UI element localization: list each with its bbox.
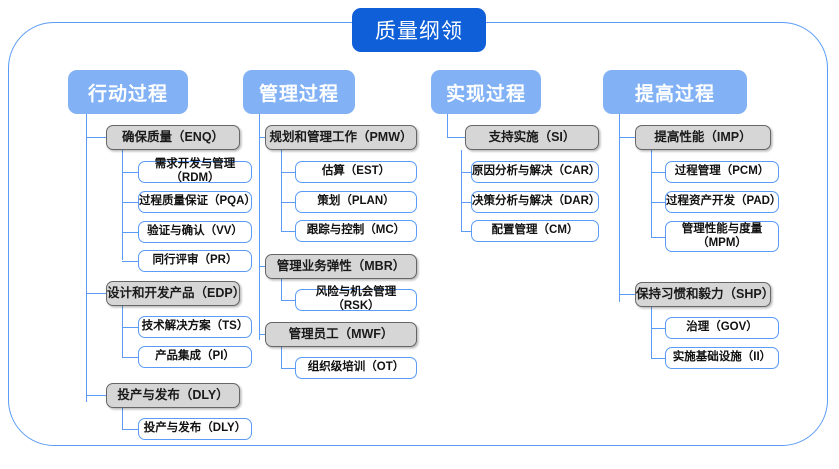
connector-stub [651,172,665,174]
connector-stub [281,231,295,233]
connector-stub [86,293,106,295]
connector-stub [281,172,295,174]
connector-stub [651,202,665,204]
connector-stub [86,395,106,397]
leaf-box[interactable]: 产品集成（PI） [138,346,252,368]
leaf-box[interactable]: 配置管理（CM） [471,220,599,242]
connector-stub [281,368,295,370]
connector-stub [122,357,138,359]
connector-stub [259,137,265,139]
connector-branch [281,347,283,369]
group-box[interactable]: 管理员工（MWF） [265,322,417,347]
connector-trunk-1 [86,114,88,402]
leaf-box[interactable]: 策划（PLAN） [295,191,417,213]
connector-stub [122,202,138,204]
connector-stub [651,358,665,360]
group-box[interactable]: 规划和管理工作（PMW） [265,125,417,150]
leaf-box[interactable]: 过程管理（PCM） [665,161,779,183]
leaf-box[interactable]: 跟踪与控制（MC） [295,220,417,242]
connector-branch [651,307,653,359]
column-header-4[interactable]: 提高过程 [603,70,747,114]
leaf-box[interactable]: 原因分析与解决（CAR） [471,161,600,183]
connector-branch [122,306,124,358]
leaf-box[interactable]: 投产与发布（DLY） [138,418,252,440]
connector-stub [461,231,471,233]
connector-branch [281,150,283,232]
group-box[interactable]: 设计和开发产品（EDP） [106,281,245,306]
leaf-box[interactable]: 过程质量保证（PQA） [138,191,256,213]
connector-branch [122,150,124,260]
column-header-1[interactable]: 行动过程 [68,70,188,114]
connector-stub [122,232,138,234]
leaf-box[interactable]: 技术解决方案（TS） [138,316,252,338]
leaf-box[interactable]: 风险与机会管理（RSK） [295,286,417,312]
leaf-box[interactable]: 过程资产开发（PAD） [665,191,781,213]
connector-stub [651,237,665,239]
connector-branch [122,408,124,430]
group-box[interactable]: 投产与发布（DLY） [106,383,240,408]
diagram-title: 质量纲领 [352,8,486,52]
connector-stub [86,137,106,139]
leaf-box[interactable]: 估算（EST） [295,161,417,183]
leaf-box[interactable]: 验证与确认（VV） [138,221,252,243]
connector-stub [281,300,295,302]
connector-stub [461,202,471,204]
leaf-box[interactable]: 实施基础设施（II） [665,347,779,369]
leaf-box[interactable]: 决策分析与解决（DAR） [471,191,600,213]
connector-stub [122,261,138,263]
group-box[interactable]: 确保质量（ENQ） [106,125,240,150]
connector-stub [122,172,138,174]
leaf-box[interactable]: 组织级培训（OT） [295,357,417,379]
connector-branch [651,150,653,238]
connector-branch [461,150,463,232]
connector-stub [122,429,138,431]
connector-trunk-4 [619,114,621,302]
leaf-box[interactable]: 需求开发与管理（RDM） [138,158,252,184]
column-header-2[interactable]: 管理过程 [243,70,355,114]
connector-stub [122,327,138,329]
group-box[interactable]: 保持习惯和毅力（SHP） [635,282,774,307]
connector-branch [281,279,283,301]
connector-stub [259,334,265,336]
group-box[interactable]: 支持实施（SI） [465,125,599,150]
connector-stub [259,266,265,268]
connector-stub [651,328,665,330]
group-box[interactable]: 提高性能（IMP） [635,125,771,150]
connector-stub [619,294,635,296]
connector-stub [447,137,465,139]
leaf-box[interactable]: 管理性能与度量（MPM） [665,221,779,252]
group-box[interactable]: 管理业务弹性（MBR） [265,254,417,279]
connector-stub [619,137,635,139]
connector-trunk-2 [259,114,261,340]
connector-stub [281,202,295,204]
connector-stub [461,172,471,174]
leaf-box[interactable]: 治理（GOV） [665,317,779,339]
connector-trunk-3 [447,114,449,137]
leaf-box[interactable]: 同行评审（PR） [138,250,252,272]
column-header-3[interactable]: 实现过程 [431,70,541,114]
